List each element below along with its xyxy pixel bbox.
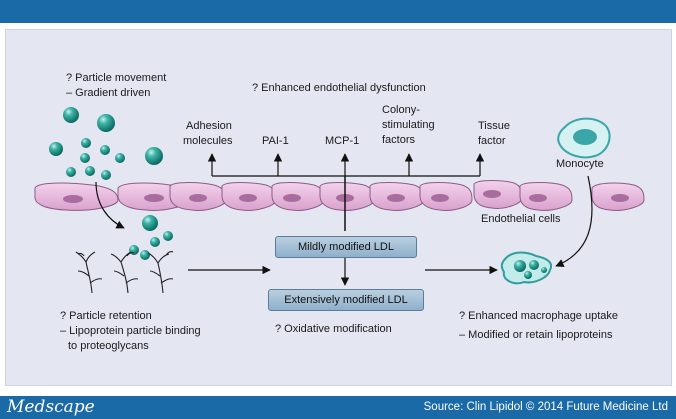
footer-bar: Medscape Source: Clin Lipidol © 2014 Fut… <box>0 396 676 419</box>
lipoprotein-binding-label: – Lipoprotein particle binding <box>60 325 201 337</box>
endothelial-cells-label: Endothelial cells <box>481 213 561 225</box>
csf-label-3: factors <box>382 134 416 146</box>
medscape-logo[interactable]: Medscape <box>7 397 95 417</box>
top-bar <box>0 0 676 23</box>
proteoglycans <box>75 251 174 294</box>
mildly-modified-ldl-box: Mildly modified LDL <box>275 236 417 258</box>
adhesion-label-2: molecules <box>183 135 233 147</box>
csf-label-1: Colony- <box>382 104 420 116</box>
oxidative-modification-label: ? Oxidative modification <box>275 323 392 335</box>
pathway-arrows <box>95 153 593 286</box>
proteoglycans-label: to proteoglycans <box>68 340 149 352</box>
mcp1-label: MCP-1 <box>325 135 360 147</box>
csf-label-2: stimulating <box>382 119 435 131</box>
pai1-label: PAI-1 <box>262 135 289 147</box>
endothelial-cell-layer <box>34 180 645 211</box>
gradient-driven-label: – Gradient driven <box>66 87 151 99</box>
macrophage-uptake-label: ? Enhanced macrophage uptake <box>459 310 619 322</box>
endothelial-dysfunction-label: ? Enhanced endothelial dysfunction <box>252 82 426 94</box>
adhesion-label-1: Adhesion <box>186 120 232 132</box>
tissue-factor-label-1: Tissue <box>478 120 510 132</box>
macrophage-cell <box>500 251 552 285</box>
particle-movement-label: ? Particle movement <box>66 72 167 84</box>
modified-lipoproteins-label: – Modified or retain lipoproteins <box>459 329 613 341</box>
monocyte-label: Monocyte <box>556 158 604 170</box>
tissue-factor-label-2: factor <box>478 135 506 147</box>
extensively-modified-ldl-box: Extensively modified LDL <box>268 289 424 311</box>
lipoprotein-particles <box>49 107 173 260</box>
particle-retention-label: ? Particle retention <box>60 310 152 322</box>
source-credit: Source: Clin Lipidol © 2014 Future Medic… <box>423 401 668 413</box>
monocyte-cell <box>557 117 611 159</box>
